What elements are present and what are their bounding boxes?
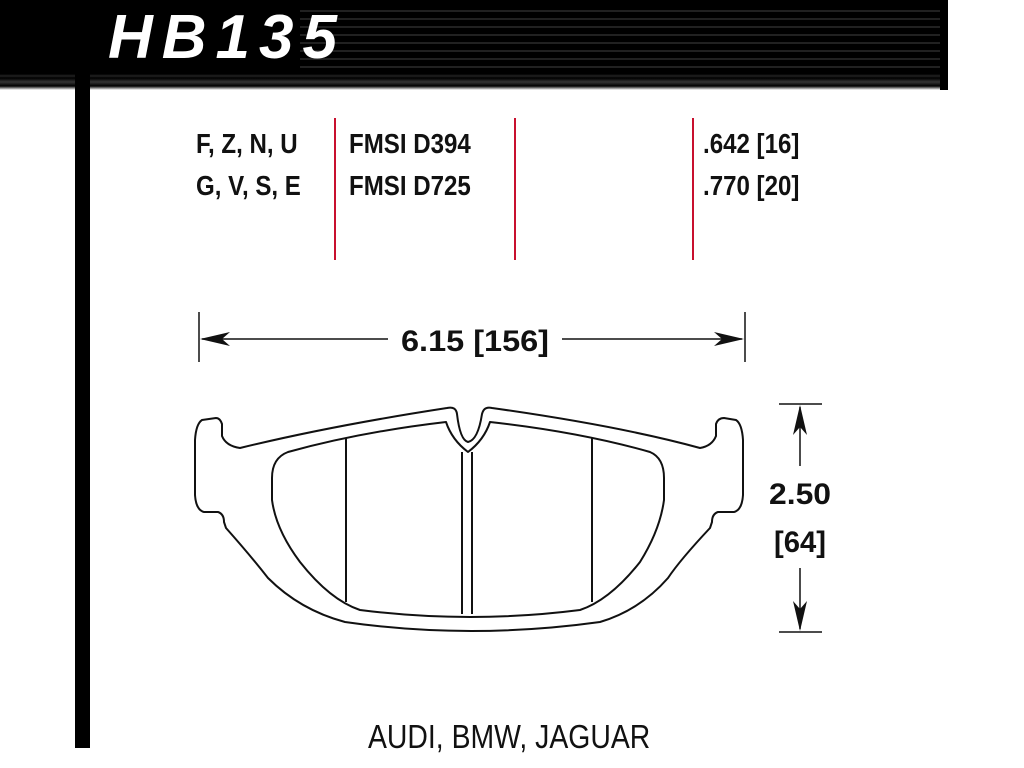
fmsi-row-2: FMSI D725 bbox=[349, 170, 471, 201]
compounds-row-2: G, V, S, E bbox=[196, 170, 301, 201]
column-divider-2 bbox=[514, 118, 516, 260]
height-dimension: 2.50 [64] bbox=[769, 403, 831, 633]
compounds-row-1: F, Z, N, U bbox=[196, 128, 298, 159]
header-end-cap bbox=[940, 0, 948, 90]
height-label-mm: [64] bbox=[774, 526, 826, 559]
column-divider-1 bbox=[334, 118, 336, 260]
vehicle-applications: AUDI, BMW, JAGUAR bbox=[368, 718, 651, 755]
width-dimension: 6.15 [156] bbox=[198, 312, 746, 362]
height-label-inches: 2.50 bbox=[769, 478, 831, 511]
thickness-row-1: .642 [16] bbox=[703, 128, 800, 159]
left-frame-bar bbox=[75, 70, 90, 748]
width-label: 6.15 [156] bbox=[401, 325, 549, 358]
header-edge bbox=[948, 0, 1024, 90]
thickness-row-2: .770 [20] bbox=[703, 170, 800, 201]
column-divider-3 bbox=[692, 118, 694, 260]
header-streaks bbox=[300, 4, 950, 74]
backing-plate-outline bbox=[194, 406, 744, 632]
part-number-title: HB135 bbox=[108, 3, 346, 72]
fmsi-row-1: FMSI D394 bbox=[349, 128, 471, 159]
friction-material-outline bbox=[271, 421, 665, 618]
